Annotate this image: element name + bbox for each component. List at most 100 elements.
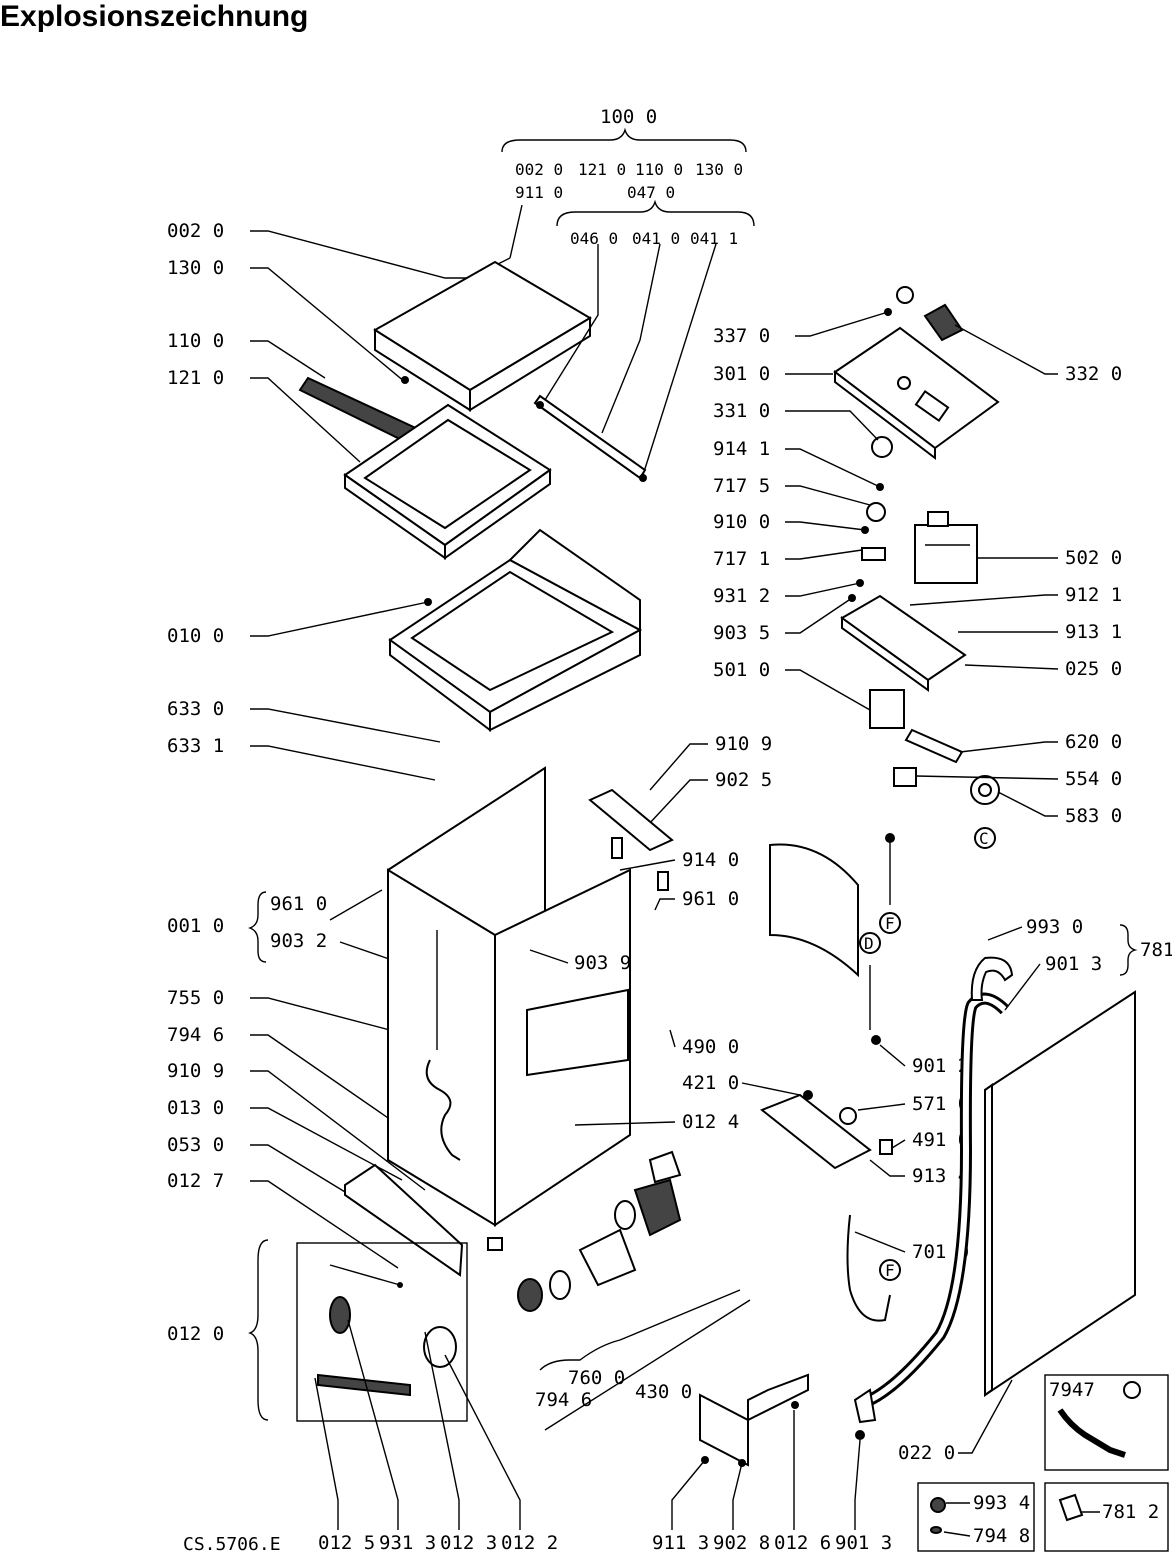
symbol-markers: C F D F [859, 827, 996, 1281]
label-013-0: 013 0 [167, 1097, 224, 1119]
pump-labels: 760 0 794 6 430 0 [535, 1367, 692, 1411]
lid-frame-part [343, 403, 552, 560]
brace-001-0 [248, 891, 267, 963]
drawing-code: CS.5706.E [183, 1534, 281, 1555]
label-993-4: 993 4 [973, 1492, 1030, 1514]
label-121-0-h: 121 0 [578, 160, 626, 179]
label-010-0: 010 0 [167, 625, 224, 647]
cabinet-labels: 910 9 902 5 914 0 961 0 903 9 490 0 012 … [574, 733, 772, 1133]
lower-electrical-parts [869, 689, 1000, 805]
middle-lower-leaders [741, 1044, 906, 1253]
page-title: Explosionszeichnung [0, 0, 309, 33]
label-910-9-c: 910 9 [715, 733, 772, 755]
middle-lower-labels: 421 0 571 0 491 0 913 4 701 0 901 2 [682, 1055, 969, 1263]
label-901-3-h: 901 3 [1045, 953, 1102, 975]
label-902-5: 902 5 [715, 769, 772, 791]
label-012-2: 012 2 [501, 1532, 558, 1554]
label-914-0: 914 0 [682, 849, 739, 871]
label-022-0: 022 0 [898, 1442, 955, 1464]
lid-part [373, 260, 592, 412]
label-025-0: 025 0 [1065, 658, 1122, 680]
hinge-rail-part [533, 394, 647, 482]
symbol-f-2 [879, 1259, 901, 1281]
label-012-6: 012 6 [774, 1532, 831, 1554]
label-961-0-b: 961 0 [270, 893, 327, 915]
label-931-3: 931 3 [379, 1532, 436, 1554]
symbol-d [859, 932, 881, 954]
label-794-8: 794 8 [973, 1525, 1030, 1547]
brace-047-0 [556, 199, 755, 227]
label-633-0: 633 0 [167, 698, 224, 720]
symbol-c-text: C [979, 829, 989, 848]
bracket-421-part [760, 1090, 893, 1170]
middle-right-labels: 337 0 301 0 331 0 914 1 717 5 910 0 717 … [713, 325, 770, 681]
right-labels: 332 0 502 0 912 1 913 1 025 0 620 0 554 … [1065, 363, 1122, 827]
label-012-4: 012 4 [682, 1111, 739, 1133]
label-902-8: 902 8 [713, 1532, 770, 1554]
label-337-0: 337 0 [713, 325, 770, 347]
symbol-d-text: D [864, 934, 874, 953]
label-717-5: 717 5 [713, 475, 770, 497]
label-012-5: 012 5 [318, 1532, 375, 1554]
legend-box-781-2: 781 2 [1044, 1482, 1169, 1552]
label-130-0-h: 130 0 [695, 160, 743, 179]
label-794-6-p: 794 6 [535, 1389, 592, 1411]
label-583-0: 583 0 [1065, 805, 1122, 827]
label-046-0: 046 0 [570, 229, 618, 248]
label-794-6: 794 6 [167, 1024, 224, 1046]
label-755-0: 755 0 [167, 987, 224, 1009]
label-332-0: 332 0 [1065, 363, 1122, 385]
pump-assembly-part [517, 1150, 682, 1312]
label-911-3: 911 3 [652, 1532, 709, 1554]
label-620-0: 620 0 [1065, 731, 1122, 753]
brace-100-0 [501, 127, 747, 153]
label-012-3: 012 3 [440, 1532, 497, 1554]
electronics-module-part [840, 594, 967, 692]
symbol-f-2-text: F [885, 1261, 895, 1280]
label-502-0: 502 0 [1065, 547, 1122, 569]
front-plinth-part [344, 1163, 464, 1277]
label-002-0: 002 0 [167, 220, 224, 242]
label-903-9: 903 9 [574, 952, 631, 974]
label-047-0-h: 047 0 [627, 183, 675, 202]
bottom-labels: 012 5 931 3 012 3 012 2 911 3 902 8 012 … [318, 1532, 892, 1554]
label-903-5: 903 5 [713, 622, 770, 644]
label-901-3: 901 3 [835, 1532, 892, 1554]
top-cover-part [388, 528, 643, 732]
label-421-0: 421 0 [682, 1072, 739, 1094]
label-7947: 7947 [1049, 1379, 1095, 1401]
label-001-0: 001 0 [167, 915, 224, 937]
cabinet-leaders [529, 743, 708, 1126]
right-leaders [909, 324, 1059, 817]
drain-hose-part [853, 956, 1014, 1440]
label-910-0: 910 0 [713, 511, 770, 533]
label-554-0: 554 0 [1065, 768, 1122, 790]
label-633-1: 633 1 [167, 735, 224, 757]
label-041-0: 041 0 [632, 229, 680, 248]
legend-box-7947: 7947 [1044, 1374, 1169, 1471]
label-931-2: 931 2 [713, 585, 770, 607]
hose-701-part [846, 1214, 891, 1322]
label-130-0: 130 0 [167, 257, 224, 279]
label-913-1: 913 1 [1065, 621, 1122, 643]
group-100-members: 002 0 121 0 110 0 130 0 911 0 047 0 [515, 160, 743, 202]
control-panel-part [833, 286, 1000, 461]
sensor-rods [869, 833, 895, 1045]
label-121-0: 121 0 [167, 367, 224, 389]
brace-012-0 [248, 1239, 269, 1421]
side-panel-part [984, 990, 1136, 1397]
heater-door-part [769, 843, 859, 978]
label-301-0: 301 0 [713, 363, 770, 385]
symbol-c [974, 827, 996, 849]
label-961-0-c: 961 0 [682, 888, 739, 910]
bottom-bracket-part [699, 1373, 809, 1467]
label-914-1: 914 1 [713, 438, 770, 460]
label-430-0: 430 0 [635, 1381, 692, 1403]
rear-bracket-part [588, 788, 674, 891]
symbol-f-1-text: F [885, 914, 895, 933]
label-331-0: 331 0 [713, 400, 770, 422]
accessory-box-012-0 [296, 1242, 468, 1422]
label-781-0: 781 0 [1140, 939, 1172, 961]
label-911-0-h: 911 0 [515, 183, 563, 202]
